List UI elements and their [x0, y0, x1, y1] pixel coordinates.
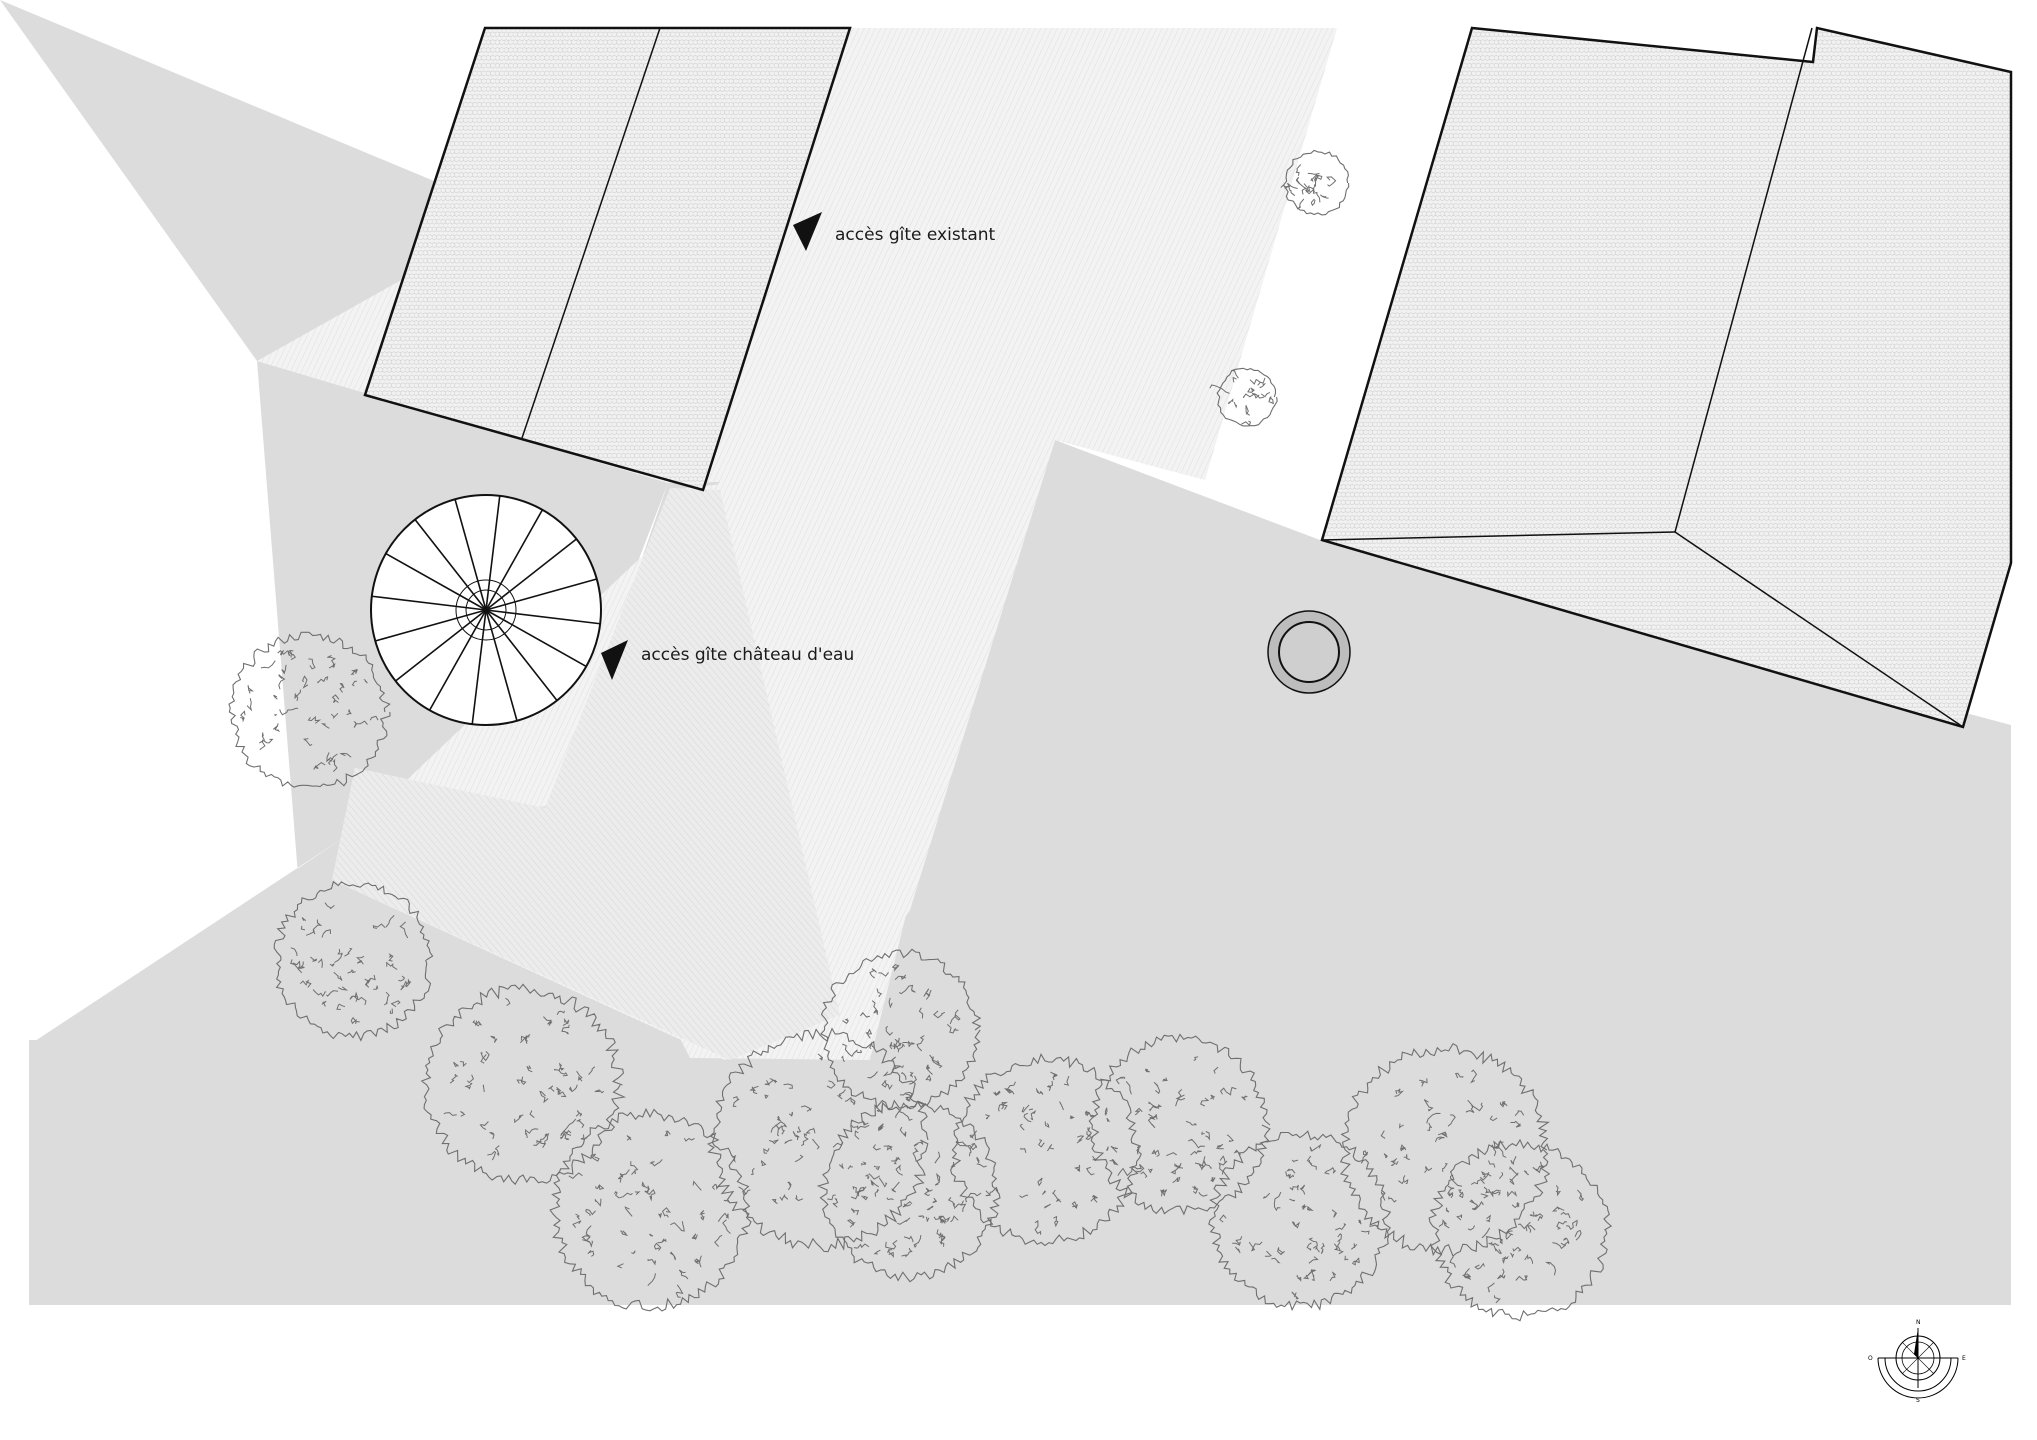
stair-step [485, 495, 501, 611]
arrow-marker-icon [793, 212, 822, 251]
tree-icon [1280, 149, 1350, 216]
arrow-marker-icon [601, 640, 628, 680]
stair-step [395, 609, 487, 682]
existing-gite-label: accès gîte existant [835, 225, 996, 245]
compass-rose-icon: N E S O [1868, 1319, 1966, 1404]
tree-icon [549, 1107, 752, 1312]
stair-step [485, 609, 601, 625]
ground-bottom [29, 1040, 2011, 1305]
tree-icon [820, 948, 982, 1112]
stair-step [485, 609, 518, 721]
tree-icon [273, 880, 434, 1042]
tree-icon [950, 1053, 1142, 1247]
compass-west: O [1868, 1355, 1873, 1362]
stair-step [454, 499, 487, 611]
stair-step [485, 578, 597, 611]
tree-icon [1088, 1033, 1271, 1216]
stair-step [485, 509, 544, 611]
compass-east: E [1962, 1355, 1966, 1362]
stair-step [485, 538, 577, 611]
tree-icon [420, 983, 627, 1186]
stair-step [471, 609, 487, 725]
tree-icon [228, 631, 391, 788]
tree-icon [816, 1099, 1001, 1283]
existing-gite-building [363, 26, 852, 492]
tree-icon [1428, 1138, 1613, 1322]
tree-icon [1208, 1130, 1392, 1312]
main-building [1320, 26, 2013, 729]
existing-gite-access-marker: accès gîte existant [793, 212, 996, 251]
stair-step [485, 609, 558, 701]
stair-step [414, 519, 487, 611]
stair-step [385, 552, 487, 611]
spiral-stair-icon [370, 494, 602, 726]
stair-step [485, 609, 587, 668]
stair-step [375, 609, 487, 642]
tree-icon [706, 1027, 929, 1253]
compass-north: N [1916, 1319, 1921, 1326]
water-tower-gite-label: accès gîte château d'eau [641, 645, 854, 665]
tree-icon [1209, 367, 1278, 427]
water-tower-gite-access-marker: accès gîte château d'eau [601, 640, 854, 680]
access-path-lower [332, 488, 840, 1060]
stair-step [371, 595, 487, 611]
stair-step [428, 609, 487, 711]
compass-south: S [1916, 1397, 1920, 1404]
well-icon [1267, 610, 1351, 694]
